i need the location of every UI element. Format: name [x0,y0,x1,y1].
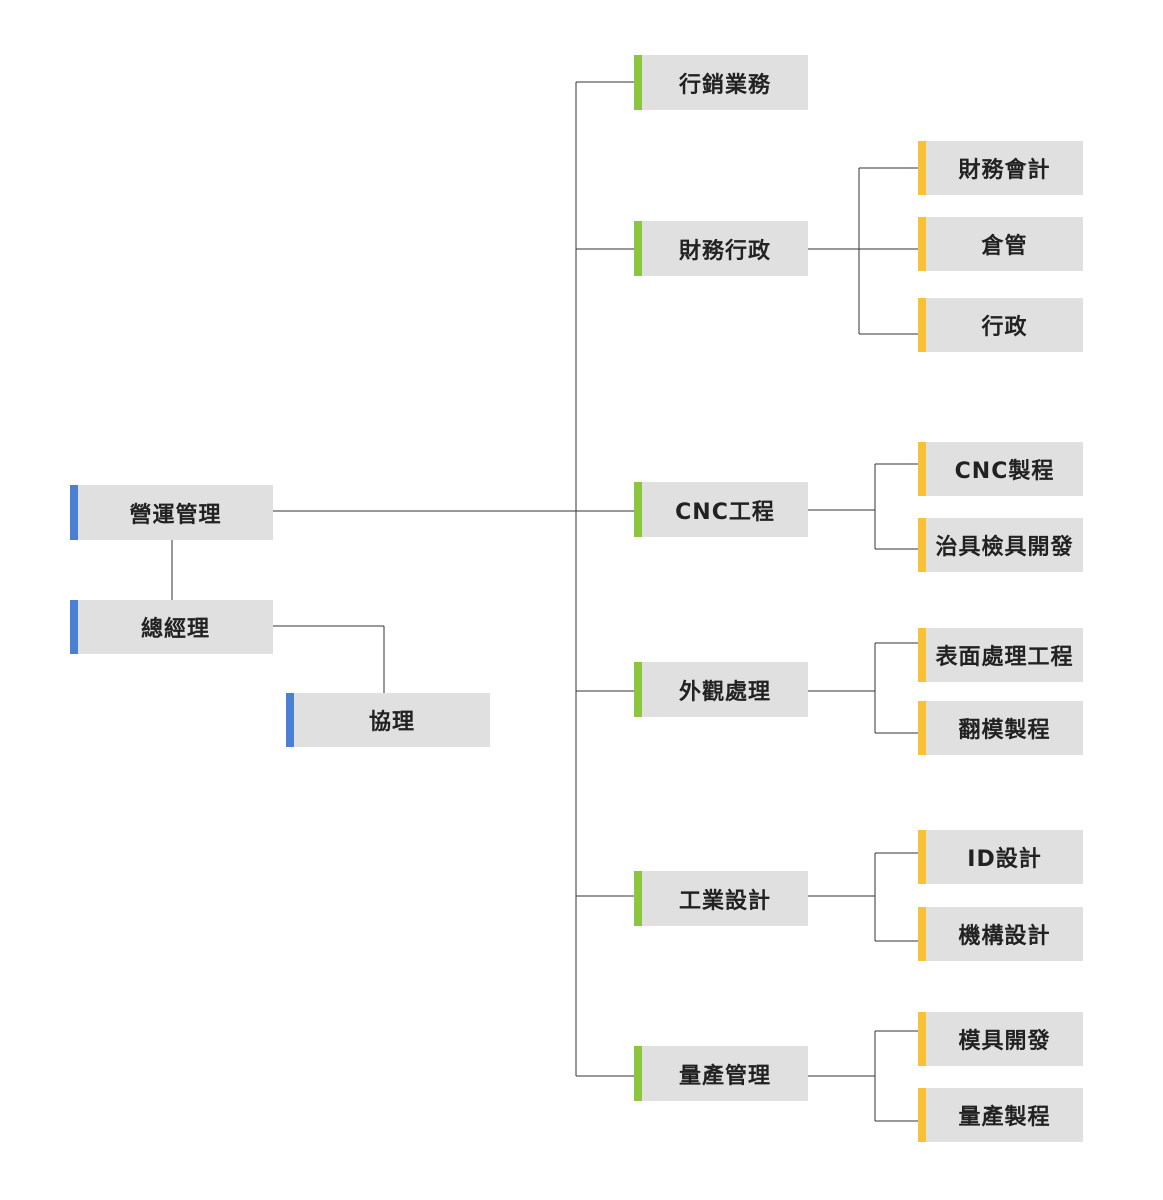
node-section-mechanism-design: 機構設計 [918,907,1083,961]
node-accent-bar [918,907,926,961]
node-label: 外觀處理 [678,679,771,705]
node-label: 量產管理 [678,1063,771,1089]
node-label: ID設計 [967,847,1042,872]
node-accent-bar [286,693,294,747]
node-accent-bar [918,442,926,496]
node-accent-bar [634,482,642,537]
node-accent-bar [70,485,78,540]
node-accent-bar [918,298,926,352]
node-operations-management: 營運管理 [70,485,273,540]
node-accent-bar [634,662,642,717]
node-department-cnc-engineering: CNC工程 [634,482,808,537]
node-accent-bar [918,141,926,195]
node-section-mold-development: 模具開發 [918,1012,1083,1066]
node-accent-bar [918,1088,926,1142]
node-department-surface-finishing: 外觀處理 [634,662,808,717]
node-department-industrial-design: 工業設計 [634,871,808,926]
node-section-administration: 行政 [918,298,1083,352]
node-label: 量產製程 [958,1105,1051,1130]
node-label: 模具開發 [958,1029,1051,1054]
node-general-manager: 總經理 [70,600,273,654]
node-accent-bar [918,1012,926,1066]
node-accent-bar [918,701,926,755]
node-accent-bar [70,600,78,654]
node-section-warehouse: 倉管 [918,217,1083,271]
node-accent-bar [918,217,926,271]
node-section-surface-treatment: 表面處理工程 [918,628,1083,682]
node-label: 工業設計 [678,888,771,914]
node-department-marketing-sales: 行銷業務 [634,55,808,110]
node-label: 機構設計 [958,924,1051,949]
node-label: 財務會計 [958,158,1051,183]
node-section-fixture-development: 治具檢具開發 [918,518,1083,572]
node-department-finance-admin: 財務行政 [634,221,808,276]
node-label: 協理 [368,710,415,735]
node-accent-bar [634,871,642,926]
node-label: CNC製程 [954,459,1055,484]
node-section-accounting: 財務會計 [918,141,1083,195]
node-label: 行銷業務 [678,72,771,98]
node-section-cnc-process: CNC製程 [918,442,1083,496]
node-accent-bar [918,830,926,884]
node-label: 總經理 [140,617,210,642]
node-section-id-design: ID設計 [918,830,1083,884]
node-accent-bar [634,221,642,276]
node-accent-bar [918,518,926,572]
node-label: 翻模製程 [958,718,1051,743]
node-label: 表面處理工程 [935,645,1074,670]
node-assistant-manager: 協理 [286,693,490,747]
node-label: CNC工程 [675,499,775,525]
node-label: 營運管理 [129,502,222,528]
node-label: 治具檢具開發 [935,535,1074,560]
node-accent-bar [634,55,642,110]
node-accent-bar [634,1046,642,1101]
node-label: 財務行政 [678,238,771,264]
node-section-mold-casting: 翻模製程 [918,701,1083,755]
node-accent-bar [918,628,926,682]
node-department-mass-production: 量產管理 [634,1046,808,1101]
node-section-production-process: 量產製程 [918,1088,1083,1142]
node-label: 倉管 [981,234,1028,259]
node-label: 行政 [981,315,1028,340]
